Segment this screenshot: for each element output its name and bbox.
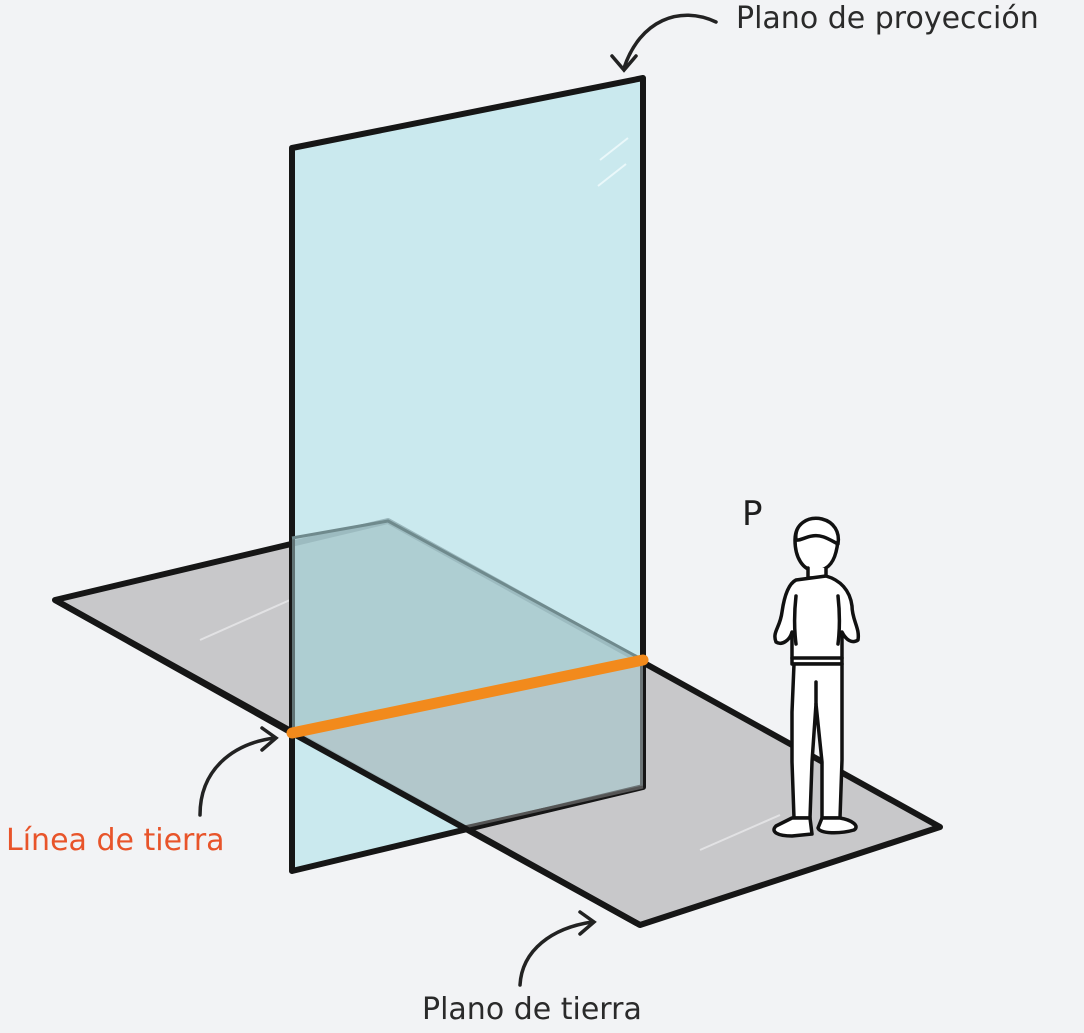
projection-plane-arrow bbox=[610, 13, 718, 73]
ground-behind-plane bbox=[292, 521, 643, 733]
ground-plane-hidden-edge bbox=[291, 519, 644, 662]
ground-line bbox=[286, 654, 649, 739]
ground-front-edge bbox=[290, 730, 642, 928]
ground-plane-highlight bbox=[199, 599, 291, 641]
projection-plane-highlight bbox=[597, 163, 627, 187]
point-label: P bbox=[742, 494, 763, 534]
ground-front-under-plane bbox=[292, 660, 643, 828]
ground-edge-under-plane bbox=[459, 785, 644, 830]
ground-line-arrow bbox=[198, 726, 279, 817]
standing-man-icon bbox=[772, 516, 861, 838]
ground-line-label: Línea de tierra bbox=[6, 823, 225, 858]
ground-plane-arrow bbox=[518, 910, 597, 987]
ground-plane-label: Plano de tierra bbox=[422, 992, 642, 1027]
ground-plane-highlight bbox=[699, 814, 781, 851]
projection-plane-highlight bbox=[599, 137, 629, 161]
projection-plane-label: Plano de proyección bbox=[736, 1, 1039, 36]
ground-left-edge bbox=[53, 597, 294, 736]
